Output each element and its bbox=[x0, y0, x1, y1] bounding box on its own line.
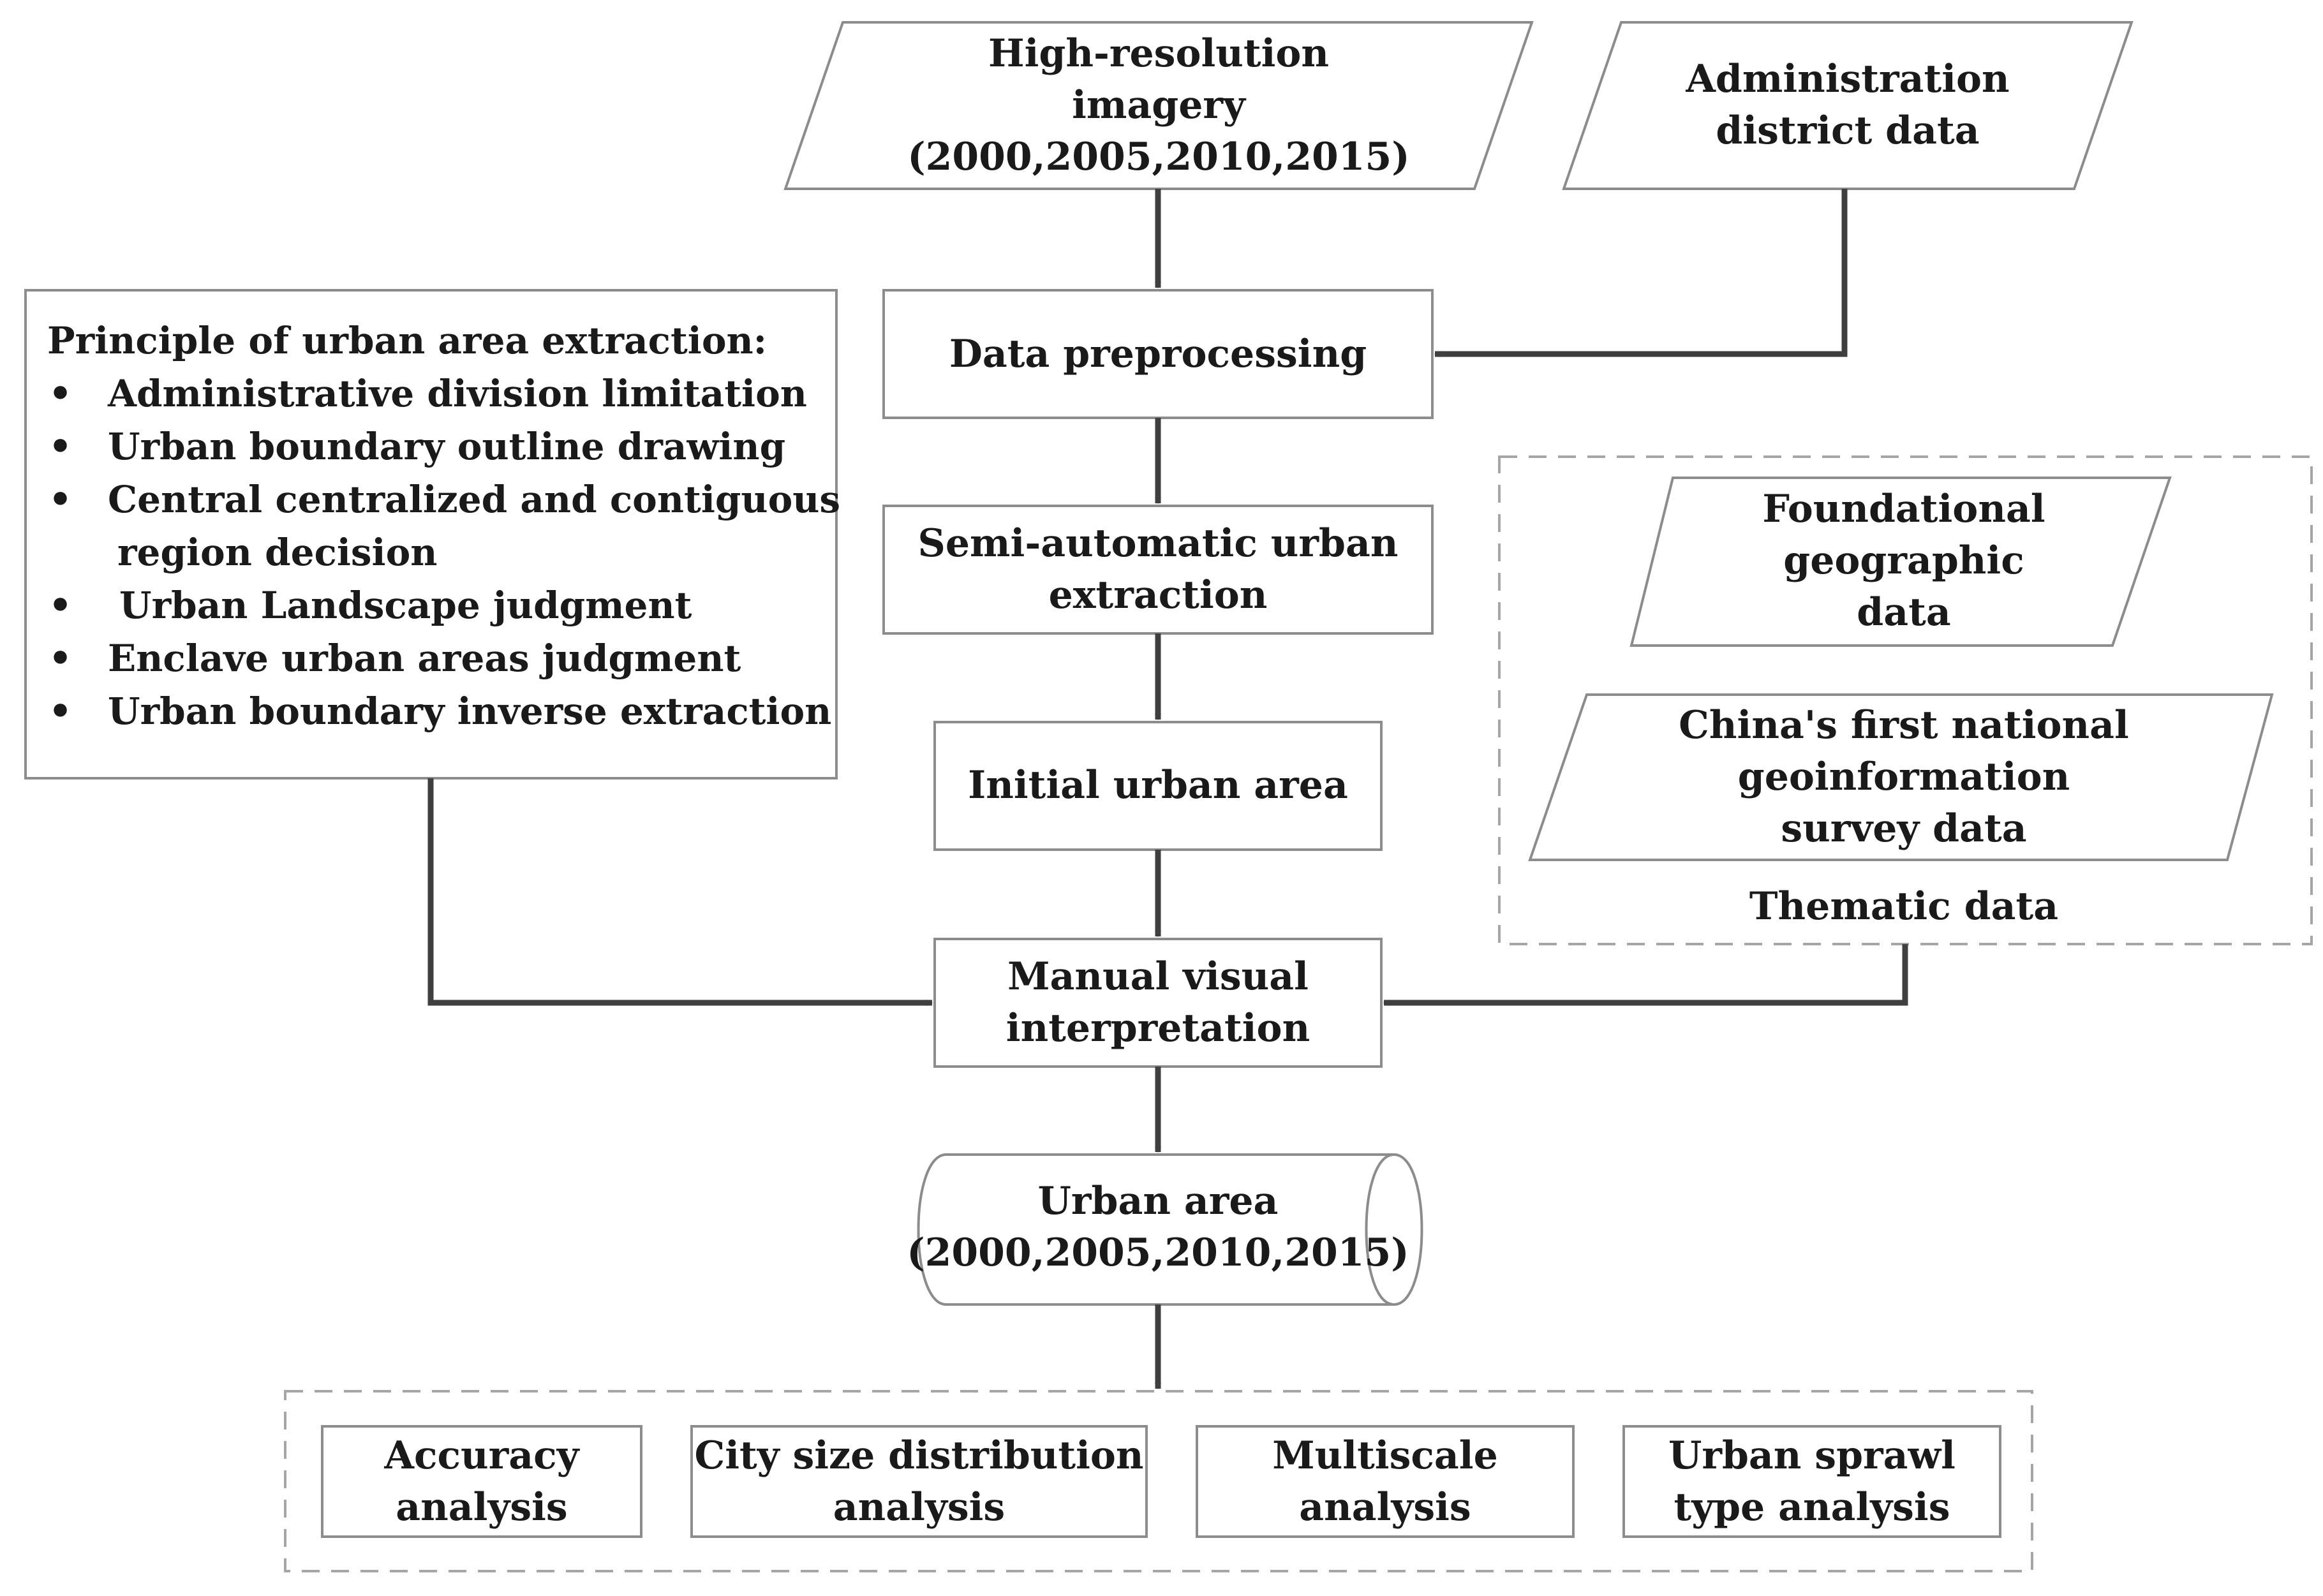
principles-box bbox=[24, 289, 838, 780]
manual-interpretation-label: Manual visual interpretation bbox=[935, 951, 1381, 1054]
principle-item: • Enclave urban areas judgment bbox=[47, 632, 840, 685]
multiscale-analysis-label: Multiscale analysis bbox=[1197, 1430, 1573, 1533]
imagery-input-line: (2000,2005,2010,2015) bbox=[907, 135, 1410, 179]
principles-list: • Administrative division limitation • Urb… bbox=[47, 367, 840, 738]
principle-item: • Administrative division limitation bbox=[47, 367, 840, 420]
accuracy-analysis-label: Accuracy analysis bbox=[322, 1430, 641, 1533]
foundational-input-line: data bbox=[1857, 590, 1951, 635]
multiscale-analysis-line: Multiscale bbox=[1272, 1433, 1498, 1478]
admin-input-label: Administration district data bbox=[1592, 54, 2103, 157]
survey-input-line: geoinformation bbox=[1737, 755, 2070, 799]
bullet-icon: • bbox=[48, 637, 73, 680]
principles-content: Principle of urban area extraction: • Adm… bbox=[47, 314, 840, 738]
principle-item-text: Administrative division limitation bbox=[108, 372, 807, 415]
urban-area-line: Urban area bbox=[1037, 1179, 1279, 1223]
survey-input-label: China's first national geoinformation su… bbox=[1585, 700, 2223, 855]
urban-sprawl-analysis-label: Urban sprawl type analysis bbox=[1624, 1430, 2000, 1533]
survey-input-line: China's first national bbox=[1679, 703, 2129, 748]
accuracy-analysis-box bbox=[321, 1425, 642, 1538]
city-size-analysis-box bbox=[690, 1425, 1148, 1538]
admin-input-shape bbox=[1562, 21, 2134, 190]
arrow-thematic-to-manual bbox=[1383, 944, 1908, 1006]
urban-sprawl-analysis-line: Urban sprawl bbox=[1668, 1433, 1956, 1478]
principles-title: Principle of urban area extraction: bbox=[47, 319, 768, 362]
bullet-icon: • bbox=[48, 584, 73, 627]
principle-item: • Urban Landscape judgment bbox=[47, 579, 840, 632]
foundational-input-label: Foundational geographic data bbox=[1649, 484, 2159, 639]
survey-input-line: survey data bbox=[1781, 806, 2027, 851]
imagery-input-line: imagery bbox=[1072, 83, 1245, 128]
urban-sprawl-analysis-box bbox=[1622, 1425, 2001, 1538]
admin-input-line: Administration bbox=[1686, 57, 2010, 101]
bullet-icon: • bbox=[48, 425, 73, 468]
manual-interpretation-line: Manual visual bbox=[1007, 954, 1309, 999]
survey-input-shape bbox=[1528, 693, 2274, 861]
foundational-input-shape bbox=[1629, 477, 2172, 647]
data-preprocessing-text: Data preprocessing bbox=[949, 332, 1367, 376]
imagery-input-shape bbox=[783, 21, 1534, 190]
initial-urban-area-label: Initial urban area bbox=[935, 760, 1381, 811]
principle-item: • Urban boundary outline drawing bbox=[47, 420, 840, 473]
principle-item-continuation: region decision bbox=[117, 531, 438, 574]
admin-input-line: district data bbox=[1716, 108, 1980, 153]
analysis-group bbox=[284, 1390, 2033, 1572]
bullet-icon: • bbox=[48, 478, 73, 521]
principle-item-text: Urban Landscape judgment bbox=[119, 584, 692, 627]
bullet-icon: • bbox=[48, 372, 73, 415]
principle-item: • Urban boundary inverse extraction bbox=[47, 685, 840, 738]
bullet-icon: • bbox=[48, 690, 73, 733]
thematic-data-text: Thematic data bbox=[1749, 884, 2059, 929]
manual-interpretation-box bbox=[933, 938, 1383, 1068]
manual-interpretation-line: interpretation bbox=[1006, 1006, 1310, 1051]
initial-urban-area-text: Initial urban area bbox=[968, 763, 1348, 808]
principle-item: • Central centralized and contiguous regio… bbox=[47, 473, 840, 579]
foundational-input-line: geographic bbox=[1783, 538, 2024, 583]
multiscale-analysis-line: analysis bbox=[1299, 1485, 1471, 1530]
semi-automatic-extraction-box bbox=[882, 505, 1434, 635]
imagery-input-label: High-resolution imagery (2000,2005,2010,… bbox=[840, 28, 1478, 183]
principle-item-text: Urban boundary inverse extraction bbox=[108, 690, 832, 733]
accuracy-analysis-line: Accuracy bbox=[384, 1433, 579, 1478]
urban-area-line: (2000,2005,2010,2015) bbox=[907, 1230, 1409, 1275]
accuracy-analysis-line: analysis bbox=[396, 1485, 568, 1530]
arrow-principles-to-manual bbox=[427, 778, 933, 1006]
initial-urban-area-box bbox=[933, 721, 1383, 851]
semi-automatic-extraction-label: Semi-automatic urban extraction bbox=[884, 518, 1432, 621]
urban-sprawl-analysis-line: type analysis bbox=[1674, 1485, 1950, 1530]
thematic-data-label: Thematic data bbox=[1649, 881, 2159, 933]
arrow-admin-to-preprocessing bbox=[1434, 189, 1848, 357]
principle-item-text: Central centralized and contiguous bbox=[108, 478, 841, 521]
urban-area-storage-edge bbox=[1365, 1153, 1395, 1306]
multiscale-analysis-box bbox=[1196, 1425, 1575, 1538]
semi-automatic-line: extraction bbox=[1048, 573, 1268, 617]
city-size-analysis-line: analysis bbox=[833, 1485, 1006, 1530]
urban-area-label: Urban area (2000,2005,2010,2015) bbox=[903, 1176, 1413, 1279]
city-size-analysis-line: City size distribution bbox=[694, 1433, 1144, 1478]
semi-automatic-line: Semi-automatic urban bbox=[917, 521, 1399, 566]
data-preprocessing-label: Data preprocessing bbox=[884, 329, 1432, 380]
foundational-input-line: Foundational bbox=[1762, 487, 2045, 531]
imagery-input-line: High-resolution bbox=[988, 31, 1330, 76]
city-size-analysis-label: City size distribution analysis bbox=[692, 1430, 1147, 1533]
principle-item-text: Enclave urban areas judgment bbox=[108, 637, 741, 680]
data-preprocessing-box bbox=[882, 289, 1434, 419]
principle-item-text: Urban boundary outline drawing bbox=[108, 425, 786, 468]
